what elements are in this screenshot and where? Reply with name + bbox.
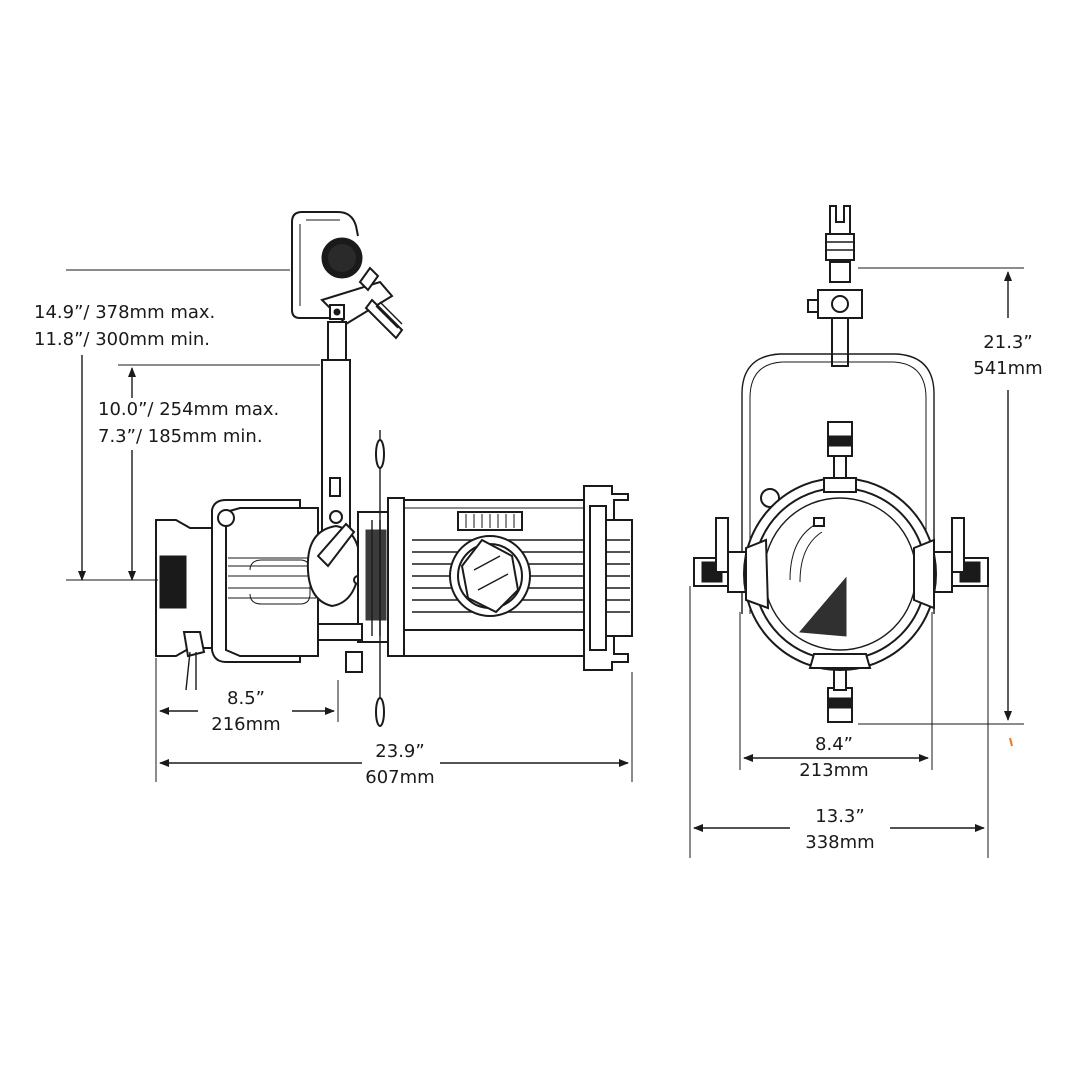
front-lens-holder <box>583 485 633 671</box>
overall-length-in: 23.9” <box>375 741 425 762</box>
lamp-housing <box>155 499 319 691</box>
c-clamp <box>291 211 404 340</box>
overall-width-in: 13.3” <box>815 806 865 827</box>
hanger-height-min: 11.8”/ 300mm min. <box>34 329 211 350</box>
overall-length-mm: 607mm <box>365 767 435 788</box>
yoke-height-min: 7.3”/ 185mm min. <box>98 426 263 447</box>
overall-width-mm: 338mm <box>805 832 875 853</box>
hanger-height-max: 14.9”/ 378mm max. <box>34 302 216 323</box>
body-width-mm: 213mm <box>799 760 869 781</box>
front-clamp <box>807 205 863 367</box>
side-dimension-lines <box>66 269 633 782</box>
rear-length-in: 8.5” <box>227 688 265 709</box>
lens-housing <box>743 477 937 671</box>
overall-height-mm: 541mm <box>973 358 1043 379</box>
yoke-height-max: 10.0”/ 254mm max. <box>98 399 280 420</box>
rear-length-mm: 216mm <box>211 714 281 735</box>
overall-height-in: 21.3” <box>983 332 1033 353</box>
body-width-in: 8.4” <box>815 734 853 755</box>
front-dimension-lines <box>689 267 1024 858</box>
front-yoke <box>741 353 935 614</box>
yoke-knob <box>306 522 363 608</box>
lens-barrel <box>387 497 597 657</box>
side-view-fixture <box>155 211 633 727</box>
front-view-fixture <box>693 205 989 723</box>
